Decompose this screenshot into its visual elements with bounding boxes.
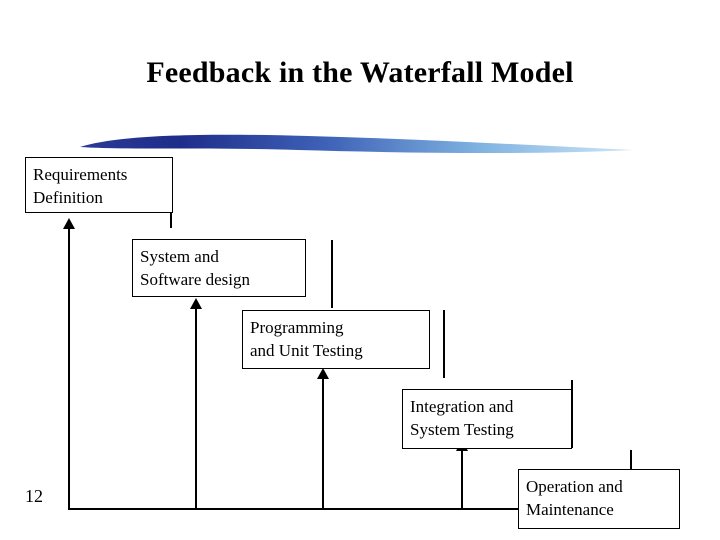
stage-box-integration[interactable]: Integration and System Testing	[402, 389, 572, 449]
feedback-rail	[68, 508, 642, 510]
feedback-arrow-programming	[317, 368, 329, 379]
feedback-arrow-design	[190, 298, 202, 309]
stage-label-integration-line2: System Testing	[410, 419, 514, 439]
stage-label-design-line1: System and	[140, 247, 219, 266]
stage-label-operation-line1: Operation and	[526, 477, 623, 496]
stage-box-requirements[interactable]: Requirements Definition	[25, 157, 173, 213]
stage-label-integration-line1: Integration and	[410, 397, 514, 416]
feedback-arrow-requirements	[63, 218, 75, 229]
page-title: Feedback in the Waterfall Model	[146, 56, 574, 89]
flow-line-design-down	[443, 310, 445, 378]
feedback-riser-design	[195, 308, 197, 510]
page-number: 12	[25, 486, 43, 506]
stage-box-programming[interactable]: Programming and Unit Testing	[242, 310, 430, 369]
stage-box-design[interactable]: System and Software design	[132, 239, 306, 297]
stage-label-programming-line1: Programming	[250, 318, 344, 337]
swoosh-decoration	[80, 134, 634, 154]
stage-label-requirements-line2: Definition	[33, 187, 103, 207]
stage-label-programming-line2: and Unit Testing	[250, 340, 363, 360]
feedback-riser-programming	[322, 378, 324, 510]
feedback-riser-requirements	[68, 228, 70, 510]
stage-label-requirements-line1: Requirements	[33, 165, 128, 184]
flow-line-integration-down	[630, 450, 632, 470]
flow-line-programming-down	[571, 380, 573, 448]
flow-line-design-entry	[331, 240, 333, 308]
stage-label-design-line2: Software design	[140, 269, 251, 289]
stage-box-operation[interactable]: Operation and Maintenance	[518, 469, 680, 529]
stage-label-operation-line2: Maintenance	[526, 499, 614, 519]
feedback-riser-integration	[461, 450, 463, 510]
